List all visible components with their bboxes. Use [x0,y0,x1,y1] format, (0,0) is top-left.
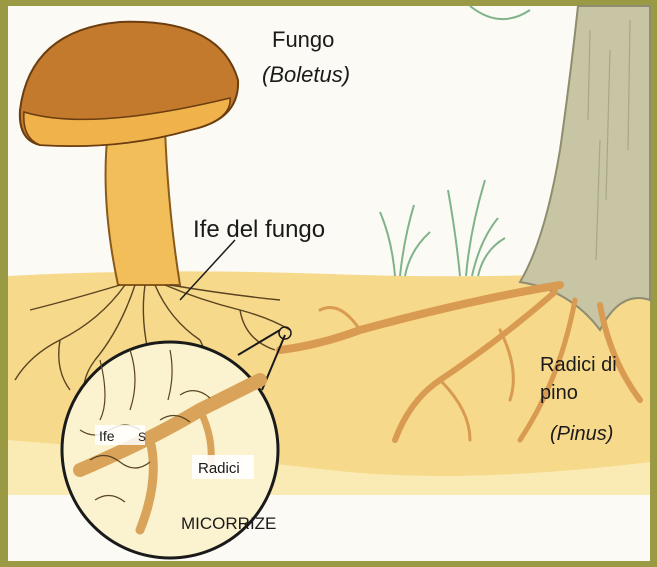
pine-latin-label: (Pinus) [550,423,613,445]
inset-roots-label: Radici [198,460,240,477]
fungus-name-label: Fungo [272,27,334,52]
inset-hyphae-label: Ife [99,428,115,444]
pine-roots-label-line2: pino [540,382,578,404]
hyphae-label: Ife del fungo [193,216,325,243]
fungus-latin-label: (Boletus) [262,62,350,87]
inset-s-label: S [138,430,146,444]
inset-title-label: MICORRIZE [181,514,276,533]
pine-roots-label-line1: Radici di [540,354,617,376]
